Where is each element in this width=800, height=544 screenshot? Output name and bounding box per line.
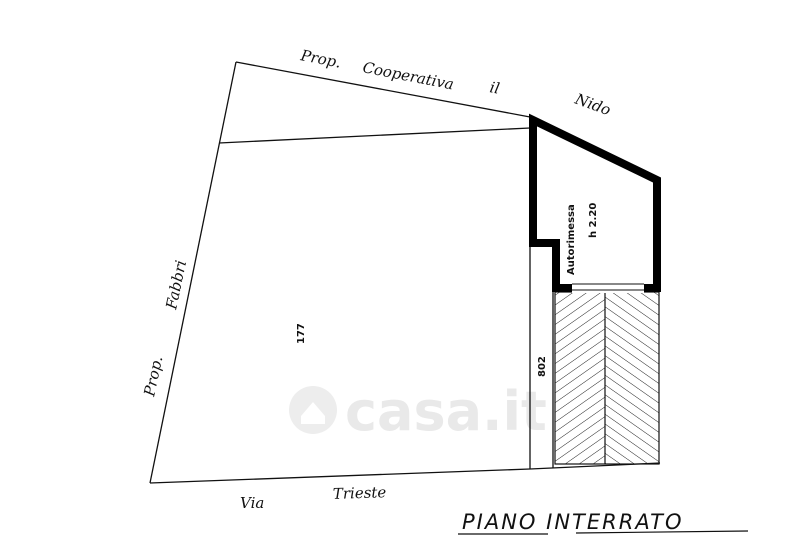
west-prop-label-1: Prop.	[140, 354, 166, 399]
garage-label: Autorimessa	[566, 204, 577, 275]
watermark-text: casa.it	[345, 380, 547, 443]
parcel-802-label: 802	[537, 356, 548, 377]
north-prop-label-1: Prop.	[298, 46, 342, 72]
garage-height-label: h 2.20	[588, 203, 599, 238]
lot-outline	[149, 61, 661, 484]
north-prop-label-4: Nido	[572, 90, 613, 120]
watermark: casa.it	[289, 380, 547, 443]
street-label-2: Trieste	[333, 483, 387, 503]
street-label-1: Via	[240, 494, 264, 512]
hatched-ramp	[554, 291, 660, 465]
title-underline-2	[575, 530, 749, 534]
floor-title: PIANO INTERRATO	[462, 510, 684, 534]
north-prop-label-3: il	[488, 78, 501, 98]
garage-walls	[529, 113, 661, 293]
parcel-177-label: 177	[296, 323, 307, 344]
